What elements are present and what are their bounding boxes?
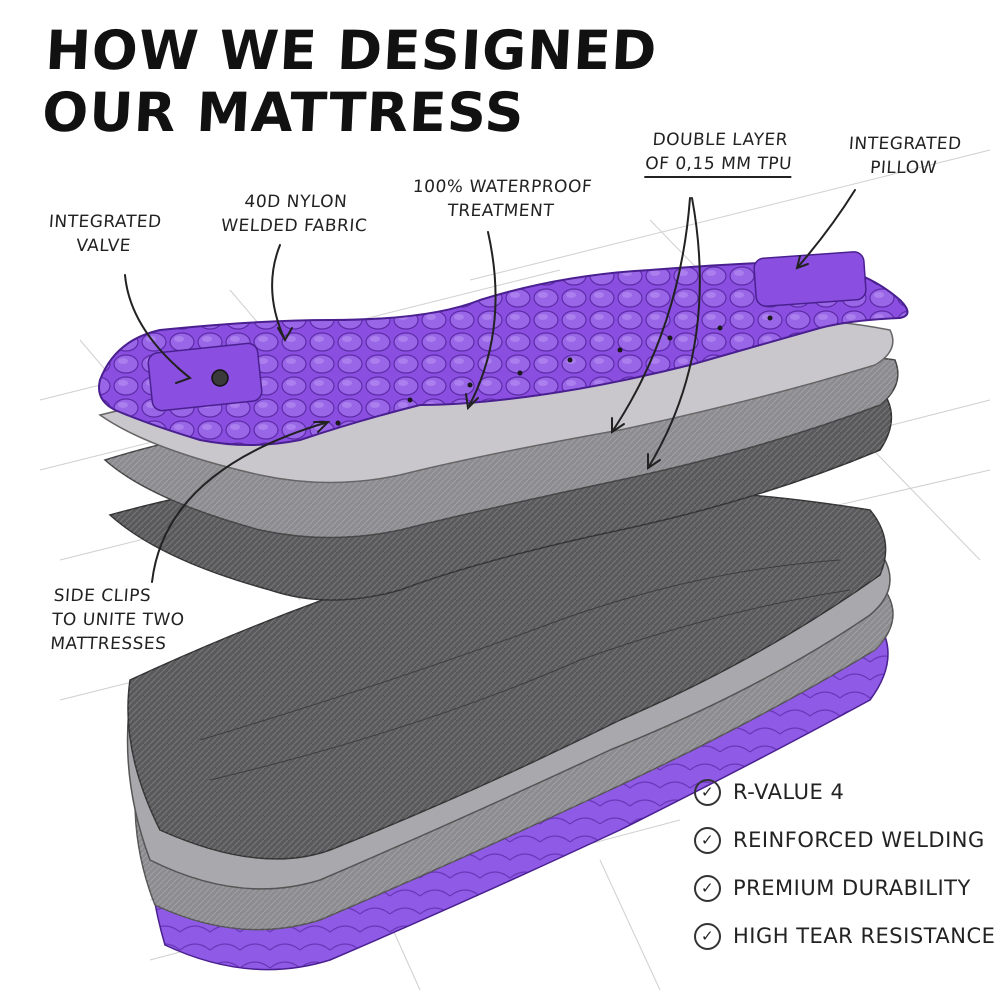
- label-side-clips: SIDE CLIPS TO UNITE TWO MATTRESSES: [49, 586, 186, 654]
- label-integrated-pillow: INTEGRATED PILLOW: [848, 134, 963, 178]
- title-line-1: HOW WE DESIGNED: [44, 19, 659, 82]
- feature-item: ✓ PREMIUM DURABILITY: [694, 864, 995, 912]
- annotation-arrows: [124, 189, 856, 583]
- page-title: HOW WE DESIGNED OUR MATTRESS: [40, 19, 659, 144]
- side-clip-dots: [335, 315, 773, 426]
- check-circle-icon: ✓: [694, 778, 721, 806]
- arrow-tpu-1: [611, 197, 691, 433]
- check-circle-icon: ✓: [694, 922, 721, 950]
- feature-item: ✓ REINFORCED WELDING: [694, 816, 995, 864]
- pillow-section: [753, 251, 867, 307]
- valve-icon: [211, 369, 229, 387]
- feature-item: ✓ HIGH TEAR RESISTANCE: [694, 912, 995, 960]
- check-circle-icon: ✓: [694, 874, 721, 902]
- arrow-tpu-2: [647, 197, 701, 469]
- feature-list: ✓ R-VALUE 4 ✓ REINFORCED WELDING ✓ PREMI…: [694, 768, 995, 960]
- purple-mattress-top: [98, 260, 909, 446]
- title-line-2: OUR MATTRESS: [40, 81, 527, 144]
- label-integrated-valve: INTEGRATED VALVE: [48, 212, 163, 256]
- arrow-waterproof: [467, 231, 497, 409]
- label-double-layer-tpu: DOUBLE LAYER OF 0,15 MM TPU: [644, 128, 794, 178]
- lower-layer-group: [126, 491, 894, 971]
- arrow-pillow: [796, 189, 856, 269]
- label-waterproof-treatment: 100% WATERPROOF TREATMENT: [412, 177, 593, 221]
- arrow-nylon: [271, 244, 286, 341]
- feature-item: ✓ R-VALUE 4: [694, 768, 995, 816]
- check-circle-icon: ✓: [694, 826, 721, 854]
- arrow-clips: [151, 421, 329, 583]
- upper-layer-group: [98, 251, 909, 601]
- valve-housing: [147, 342, 263, 412]
- label-nylon-fabric: 40D NYLON WELDED FABRIC: [220, 192, 368, 236]
